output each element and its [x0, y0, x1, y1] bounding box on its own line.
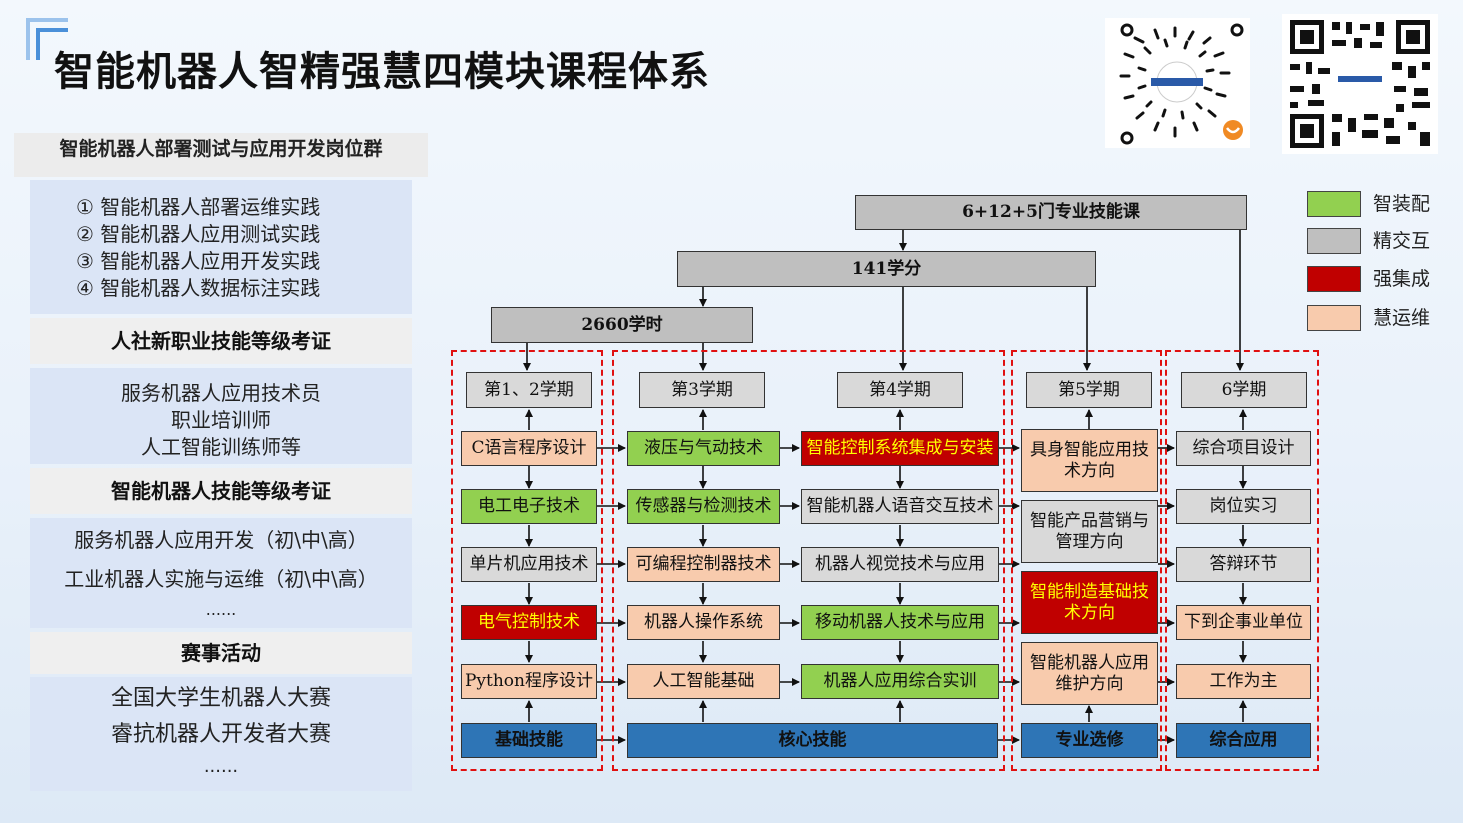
frame-semester-1-2	[451, 350, 603, 771]
contest-list: 全国大学生机器人大赛 睿抗机器人开发者大赛 ......	[30, 677, 412, 791]
module-box: 专业选修	[1021, 723, 1158, 758]
page-title: 智能机器人智精强慧四模块课程体系	[54, 49, 710, 95]
legend-swatch-red	[1307, 266, 1361, 292]
course-box: 机器人操作系统	[627, 605, 780, 640]
practice-item: ③ 智能机器人应用开发实践	[76, 249, 321, 273]
course-box: 岗位实习	[1176, 489, 1311, 524]
corner-bracket-icon	[26, 18, 68, 60]
legend-swatch-green	[1307, 191, 1361, 217]
course-box: 电工电子技术	[461, 489, 597, 524]
direction-box: 智能机器人应用维护方向	[1021, 642, 1158, 705]
direction-box: 智能制造基础技术方向	[1021, 571, 1158, 634]
course-box: 人工智能基础	[627, 664, 780, 699]
cert1-list: 服务机器人应用技术员 职业培训师 人工智能训练师等	[30, 368, 412, 464]
cert2-item: ......	[205, 600, 237, 619]
cert1-item: 服务机器人应用技术员	[121, 381, 321, 405]
credits-box: 141学分	[677, 251, 1096, 287]
course-box: 智能控制系统集成与安装	[801, 431, 999, 466]
course-box: 机器人视觉技术与应用	[801, 547, 999, 582]
semester-header: 第5学期	[1026, 372, 1152, 408]
legend-label: 强集成	[1373, 268, 1431, 290]
mini-program-code-icon	[1105, 18, 1250, 148]
cert2-item: 工业机器人实施与运维（初\中\高）	[64, 567, 378, 591]
semester-header: 第4学期	[837, 372, 963, 408]
semester-header: 第3学期	[639, 372, 765, 408]
job-group-header: 智能机器人部署测试与应用开发岗位群	[14, 133, 428, 177]
cert1-item: 职业培训师	[171, 408, 271, 432]
course-box: 机器人应用综合实训	[801, 664, 999, 699]
practice-item: ④ 智能机器人数据标注实践	[76, 276, 321, 300]
cert2-title: 智能机器人技能等级考证	[30, 468, 412, 514]
cert1-title: 人社新职业技能等级考证	[30, 318, 412, 364]
module-box: 综合应用	[1176, 723, 1311, 758]
course-box: 移动机器人技术与应用	[801, 605, 999, 640]
course-box: 传感器与检测技术	[627, 489, 780, 524]
legend-label: 智装配	[1373, 193, 1431, 215]
cert1-item: 人工智能训练师等	[141, 435, 301, 459]
courses-box: 6+12+5门专业技能课	[855, 195, 1247, 230]
course-box: Python程序设计	[461, 664, 597, 699]
practice-item: ② 智能机器人应用测试实践	[76, 222, 321, 246]
course-box: 可编程控制器技术	[627, 547, 780, 582]
legend-swatch-orange	[1307, 305, 1361, 331]
semester-header: 第1、2学期	[466, 372, 592, 408]
direction-box: 具身智能应用技术方向	[1021, 429, 1158, 492]
contest-item: ......	[203, 756, 239, 777]
legend-label: 慧运维	[1373, 307, 1431, 329]
frame-semester-3-4	[612, 350, 1005, 771]
course-box: 工作为主	[1176, 664, 1311, 699]
course-box: 液压与气动技术	[627, 431, 780, 466]
frame-semester-5	[1011, 350, 1162, 771]
practice-list: ① 智能机器人部署运维实践 ② 智能机器人应用测试实践 ③ 智能机器人应用开发实…	[30, 180, 412, 314]
course-box: 电气控制技术	[461, 605, 597, 640]
course-box: 下到企事业单位	[1176, 605, 1311, 640]
course-box: C语言程序设计	[461, 431, 597, 466]
semester-header: 6学期	[1181, 372, 1307, 408]
hours-box: 2660学时	[491, 307, 753, 343]
contest-item: 全国大学生机器人大赛	[110, 686, 331, 711]
course-box: 综合项目设计	[1176, 431, 1311, 466]
frame-semester-6	[1165, 350, 1319, 771]
cert2-list: 服务机器人应用开发（初\中\高） 工业机器人实施与运维（初\中\高） .....…	[30, 518, 412, 628]
module-box: 核心技能	[627, 723, 998, 758]
course-box: 答辩环节	[1176, 547, 1311, 582]
course-box: 单片机应用技术	[461, 547, 597, 582]
practice-item: ① 智能机器人部署运维实践	[76, 195, 321, 219]
direction-box: 智能产品营销与管理方向	[1021, 500, 1158, 563]
qr-code-icon	[1282, 14, 1438, 154]
course-box: 智能机器人语音交互技术	[801, 489, 999, 524]
cert2-item: 服务机器人应用开发（初\中\高）	[74, 528, 368, 552]
legend-label: 精交互	[1373, 230, 1431, 252]
contest-item: 睿抗机器人开发者大赛	[110, 722, 331, 747]
module-box: 基础技能	[461, 723, 597, 758]
legend-swatch-gray	[1307, 228, 1361, 254]
contest-title: 赛事活动	[30, 632, 412, 674]
